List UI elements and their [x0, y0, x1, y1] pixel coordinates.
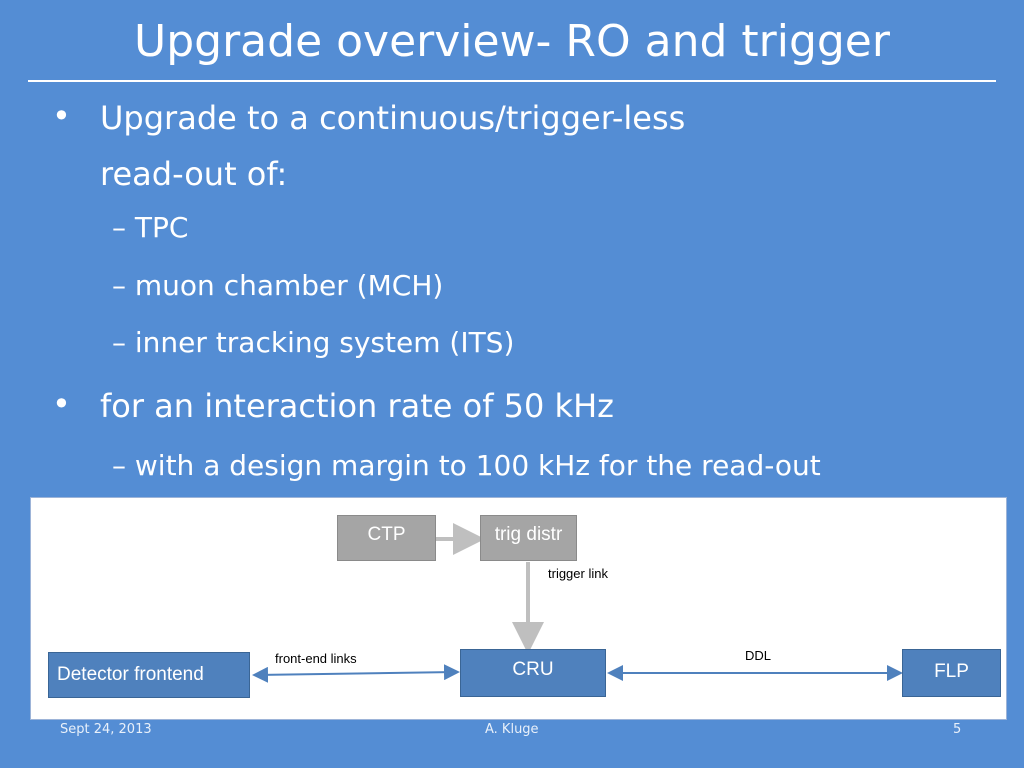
- detector-frontend-box: Detector frontend: [48, 652, 250, 698]
- ctp-box: CTP: [337, 515, 436, 561]
- readout-diagram: CTP trig distr Detector frontend CRU FLP…: [30, 497, 1007, 720]
- page-number: 5: [953, 722, 962, 737]
- footer-author: A. Kluge: [485, 722, 539, 737]
- flp-box: FLP: [902, 649, 1001, 697]
- bullet-marker: •: [52, 385, 71, 423]
- diagram-connectors: [252, 523, 903, 683]
- ddl-label: DDL: [745, 648, 772, 663]
- front-end-links-arrow: [252, 664, 460, 683]
- title-divider: [28, 80, 996, 82]
- front-end-links-label: front-end links: [275, 651, 357, 666]
- sub-bullet-margin: – with a design margin to 100 kHz for th…: [112, 449, 821, 482]
- bullet-list: • Upgrade to a continuous/trigger-less r…: [52, 90, 860, 482]
- bullet-marker: •: [52, 97, 71, 135]
- slide-title: Upgrade overview- RO and trigger: [134, 16, 890, 67]
- bullet-rate: for an interaction rate of 50 kHz: [100, 387, 614, 425]
- sub-bullet-tpc: – TPC: [112, 211, 189, 244]
- bullet-readout-line2: read-out of:: [100, 155, 288, 193]
- sub-bullet-its: – inner tracking system (ITS): [112, 326, 515, 359]
- cru-box: CRU: [460, 649, 606, 697]
- bullet-readout-line1: Upgrade to a continuous/trigger-less: [100, 99, 686, 137]
- footer-date: Sept 24, 2013: [60, 722, 152, 737]
- trig-distr-box: trig distr: [480, 515, 577, 561]
- sub-bullet-mch: – muon chamber (MCH): [112, 269, 444, 302]
- bullet-readout: Upgrade to a continuous/trigger-less rea…: [100, 90, 860, 202]
- trigger-link-label: trigger link: [548, 566, 608, 581]
